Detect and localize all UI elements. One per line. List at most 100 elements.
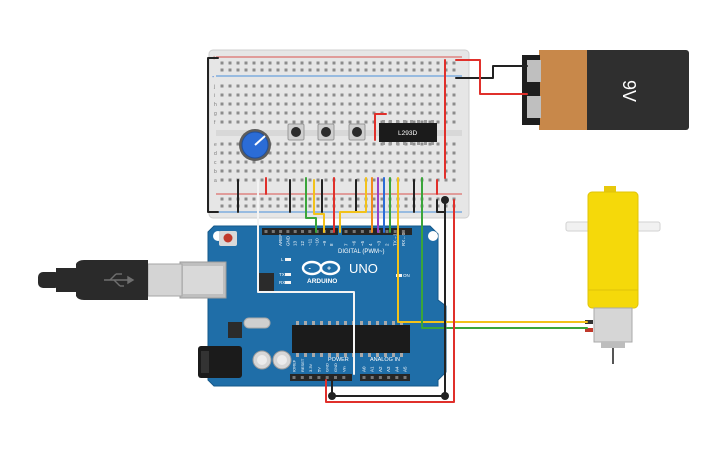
terminal-hole xyxy=(364,93,368,97)
terminal-hole xyxy=(236,111,240,115)
atmega-pin xyxy=(296,353,299,357)
header-hole xyxy=(370,376,374,379)
terminal-hole xyxy=(300,160,304,164)
terminal-hole xyxy=(388,160,392,164)
rail-hole xyxy=(404,68,408,72)
terminal-hole xyxy=(284,142,288,146)
rail-hole xyxy=(324,61,328,65)
potentiometer[interactable] xyxy=(239,129,271,161)
motor-terminal-2 xyxy=(585,328,593,332)
motor-shaft-top xyxy=(604,186,616,194)
rail-hole xyxy=(428,68,432,72)
atmega-pin xyxy=(304,353,307,357)
rail-hole xyxy=(316,68,320,72)
terminal-hole xyxy=(236,169,240,173)
terminal-hole xyxy=(396,93,400,97)
rail-hole xyxy=(308,197,312,201)
terminal-hole xyxy=(228,160,232,164)
battery-9v[interactable]: 9V xyxy=(522,50,689,130)
terminal-hole xyxy=(300,84,304,88)
terminal-hole xyxy=(220,102,224,106)
rail-hole xyxy=(348,204,352,208)
terminal-hole xyxy=(388,169,392,173)
chip-pin xyxy=(424,142,427,145)
terminal-hole xyxy=(236,151,240,155)
analog-header xyxy=(360,374,410,381)
terminal-hole xyxy=(300,93,304,97)
terminal-hole xyxy=(452,111,456,115)
rail-hole xyxy=(244,197,248,201)
battery-label: 9V xyxy=(619,80,639,102)
rail-hole xyxy=(372,61,376,65)
usb-cable-end xyxy=(38,272,60,288)
chip-pin xyxy=(431,120,434,123)
rail-hole xyxy=(348,61,352,65)
terminal-hole xyxy=(340,84,344,88)
chip-pin xyxy=(389,142,392,145)
terminal-hole xyxy=(404,84,408,88)
terminal-hole xyxy=(268,169,272,173)
pushbutton-cap[interactable] xyxy=(291,127,301,137)
terminal-hole xyxy=(292,120,296,124)
terminal-hole xyxy=(436,93,440,97)
led-rx xyxy=(285,281,291,284)
terminal-hole xyxy=(428,120,432,124)
motor-terminal-1 xyxy=(585,320,593,324)
rail-hole xyxy=(380,61,384,65)
header-hole xyxy=(401,230,405,233)
terminal-hole xyxy=(332,169,336,173)
rail-hole xyxy=(276,68,280,72)
reset-button-cap[interactable] xyxy=(223,233,233,243)
terminal-hole xyxy=(372,84,376,88)
terminal-hole xyxy=(292,93,296,97)
rail-hole xyxy=(452,61,456,65)
terminal-hole xyxy=(356,178,360,182)
terminal-hole xyxy=(412,111,416,115)
pushbutton-cap[interactable] xyxy=(352,127,362,137)
rail-hole xyxy=(436,68,440,72)
terminal-hole xyxy=(380,160,384,164)
terminal-hole xyxy=(316,111,320,115)
wire-5v-loop xyxy=(325,199,455,403)
rail-hole xyxy=(316,204,320,208)
terminal-hole xyxy=(316,84,320,88)
terminal-hole xyxy=(428,160,432,164)
rail-hole xyxy=(268,68,272,72)
terminal-hole xyxy=(252,169,256,173)
terminal-hole xyxy=(228,142,232,146)
rail-hole xyxy=(332,68,336,72)
terminal-hole xyxy=(236,84,240,88)
terminal-hole xyxy=(244,178,248,182)
terminal-hole xyxy=(348,102,352,106)
atmega-pin xyxy=(344,321,347,325)
terminal-hole xyxy=(420,84,424,88)
l293d-chip[interactable]: L293D xyxy=(379,120,437,145)
terminal-hole xyxy=(372,142,376,146)
rail-hole xyxy=(356,197,360,201)
terminal-hole xyxy=(380,151,384,155)
terminal-hole xyxy=(348,160,352,164)
digital-label: DIGITAL (PWM~) xyxy=(338,249,385,255)
terminal-hole xyxy=(324,151,328,155)
header-hole xyxy=(387,376,391,379)
atmega-pin xyxy=(336,321,339,325)
rail-hole xyxy=(292,204,296,208)
rail-hole xyxy=(428,204,432,208)
terminal-hole xyxy=(284,111,288,115)
terminal-hole xyxy=(276,178,280,182)
rail-hole xyxy=(428,61,432,65)
terminal-hole xyxy=(452,142,456,146)
capacitor-top xyxy=(257,355,267,365)
rail-hole xyxy=(308,204,312,208)
pushbutton-cap[interactable] xyxy=(321,127,331,137)
dc-motor[interactable] xyxy=(565,186,661,364)
atmega-pin xyxy=(328,321,331,325)
terminal-hole xyxy=(412,151,416,155)
terminal-hole xyxy=(300,169,304,173)
digital-pin-label: RX←0 xyxy=(401,232,406,246)
terminal-hole xyxy=(260,111,264,115)
digital-pin-label: ~5 xyxy=(360,240,365,246)
terminal-hole xyxy=(388,151,392,155)
model-label: UNO xyxy=(349,261,378,276)
